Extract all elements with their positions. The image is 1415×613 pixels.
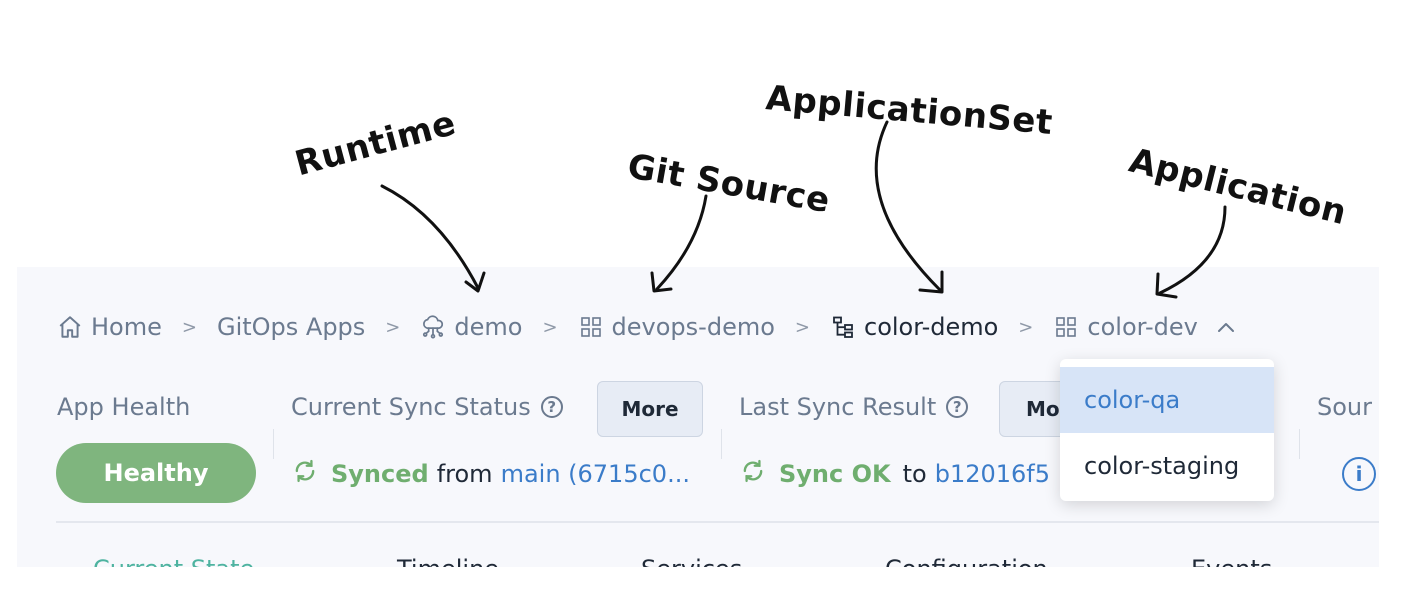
help-icon[interactable]: ? — [946, 396, 969, 418]
breadcrumb-git-source[interactable]: devops-demo — [578, 313, 775, 341]
home-icon — [57, 314, 83, 340]
section-divider — [56, 521, 1379, 523]
breadcrumb: Home > GitOps Apps > demo > devops-demo … — [57, 309, 1236, 345]
breadcrumb-application-set-label: color-demo — [864, 313, 999, 341]
grid-icon — [1053, 314, 1079, 340]
breadcrumb-application-set[interactable]: color-demo — [830, 313, 998, 341]
last-sync-to-text: to — [902, 460, 927, 488]
dropdown-option-color-staging[interactable]: color-staging — [1084, 452, 1240, 480]
current-sync-value: Synced from main (6715c0... — [291, 457, 690, 491]
tab-events[interactable]: Events — [1191, 555, 1272, 567]
grid-icon — [578, 314, 604, 340]
tab-current-state[interactable]: Current State — [93, 555, 254, 567]
chevron-right-icon: > — [1018, 316, 1034, 338]
chevron-right-icon: > — [542, 316, 558, 338]
chevron-right-icon: > — [794, 316, 810, 338]
help-icon[interactable]: ? — [540, 396, 563, 418]
tab-services[interactable]: Services — [641, 555, 742, 567]
health-status-badge: Healthy — [56, 443, 256, 503]
cloud-runtime-icon — [420, 314, 446, 340]
breadcrumb-application-label: color-dev — [1087, 313, 1198, 341]
sync-state: Synced — [331, 460, 429, 488]
last-sync-label: Last Sync Result ? — [739, 393, 969, 421]
breadcrumb-runtime-label: demo — [454, 313, 523, 341]
last-sync-ref-link[interactable]: b12016f5 — [934, 460, 1051, 488]
breadcrumb-git-source-label: devops-demo — [611, 313, 775, 341]
divider — [273, 429, 274, 459]
annotation-git-source: Git Source — [624, 146, 834, 222]
sync-refresh-icon — [291, 457, 319, 491]
chevron-right-icon: > — [181, 316, 197, 338]
sync-from-text: from — [436, 460, 493, 488]
breadcrumb-home[interactable]: Home — [57, 313, 162, 341]
tree-icon — [830, 314, 856, 340]
info-icon[interactable]: i — [1342, 457, 1376, 491]
breadcrumb-application[interactable]: color-dev — [1053, 313, 1235, 341]
breadcrumb-home-label: Home — [91, 313, 162, 341]
source-label: Sour — [1317, 393, 1372, 421]
arrow-application-set — [874, 120, 942, 292]
app-health-label: App Health — [57, 393, 190, 421]
dropdown-option-color-qa[interactable]: color-qa — [1060, 367, 1274, 433]
last-sync-value: Sync OK to b12016f5 — [739, 457, 1050, 491]
app-health-label-text: App Health — [57, 393, 191, 421]
divider — [1299, 429, 1300, 459]
annotation-application-set: ApplicationSet — [764, 78, 1055, 143]
chevron-up-icon[interactable] — [1216, 320, 1236, 334]
breadcrumb-gitops-apps[interactable]: GitOps Apps — [217, 313, 365, 341]
current-sync-label-text: Current Sync Status — [291, 393, 531, 421]
breadcrumb-gitops-apps-label: GitOps Apps — [216, 313, 366, 341]
status-row: App Health Healthy Current Sync Status ?… — [17, 381, 1379, 511]
annotation-runtime: Runtime — [290, 103, 461, 185]
tab-timeline[interactable]: Timeline — [397, 555, 499, 567]
source-label-text: Sour — [1317, 393, 1372, 421]
annotation-application: Application — [1125, 140, 1351, 234]
current-sync-more-button[interactable]: More — [597, 381, 703, 437]
chevron-right-icon: > — [385, 316, 401, 338]
last-sync-state: Sync OK — [779, 460, 891, 488]
tab-configuration[interactable]: Configuration — [885, 555, 1048, 567]
breadcrumb-runtime[interactable]: demo — [420, 313, 522, 341]
sync-refresh-icon — [739, 457, 767, 491]
last-sync-label-text: Last Sync Result — [739, 393, 937, 421]
current-sync-label: Current Sync Status ? — [291, 393, 563, 421]
sync-ref-link[interactable]: main (6715c0... — [500, 460, 690, 488]
application-dropdown-menu: color-qa color-staging — [1060, 359, 1274, 501]
divider — [721, 429, 722, 459]
